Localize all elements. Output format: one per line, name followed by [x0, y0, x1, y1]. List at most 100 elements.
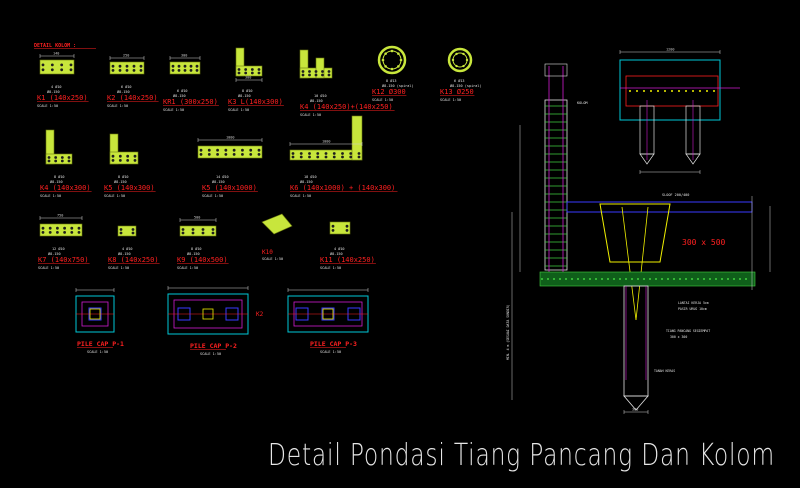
rebar-dot: [308, 73, 311, 77]
pile-shaft: [623, 285, 649, 397]
rebar-dot: [291, 152, 295, 155]
rebar-dot: [133, 159, 137, 162]
rebar-dot: [111, 159, 115, 162]
dimension-text: 300: [245, 76, 251, 80]
rebar-dot: [384, 65, 387, 68]
rebar-dot: [60, 63, 64, 67]
rebar-dot: [291, 155, 295, 159]
rebar-dot: [301, 70, 305, 73]
rebar-dot: [216, 153, 219, 156]
rebar-dot: [671, 90, 673, 92]
soil-dot: [625, 278, 627, 280]
rebar-dot: [241, 153, 244, 156]
rebar-dot: [232, 153, 236, 156]
dimension-text: 1200: [666, 48, 674, 52]
scale-label: SCALE 1:50: [104, 194, 125, 198]
rebar-dot: [177, 64, 181, 68]
section-name: K9 (140x500): [177, 256, 228, 264]
soil-dot: [559, 278, 561, 280]
tie-spec: Ø8-150: [114, 179, 127, 184]
rebar-group: [301, 70, 331, 77]
rebar-dot: [63, 231, 66, 234]
vertical-note: MIN. 4 m (SESUAI DATA SONDIR): [506, 304, 510, 360]
rebar-dot: [324, 152, 328, 155]
concrete-section: [109, 151, 139, 165]
scale-label: SCALE 1:50: [38, 266, 59, 270]
rebar-dot: [257, 68, 261, 71]
rebar-spec: 18 Ø10: [304, 174, 317, 179]
rebar-spec: 10 Ø10: [314, 93, 327, 98]
rebar-dot: [181, 228, 185, 231]
rebar-dot: [349, 155, 353, 159]
concrete-section: [315, 57, 325, 79]
circular-spiral: [452, 52, 468, 68]
rebar-dot: [699, 90, 701, 92]
rebar-dot: [195, 69, 199, 72]
rebar-dot: [308, 155, 311, 159]
rebar-dot: [341, 155, 344, 159]
rebar-dot: [257, 71, 261, 75]
scale-label: SCALE 1:50: [320, 266, 341, 270]
pile-cap-name: PILE CAP P-1: [77, 340, 124, 348]
soil-dot: [709, 278, 711, 280]
tie-spec: Ø8-150: [330, 251, 343, 256]
rebar-dot: [69, 68, 73, 72]
soil-dot: [553, 278, 555, 280]
scale-label: SCALE 1:50: [290, 194, 311, 198]
rebar-dot: [381, 58, 385, 62]
rebar-dot: [299, 155, 303, 159]
tie-spec: Ø8-150: [118, 251, 131, 256]
soil-dot: [565, 278, 567, 280]
rebar-dot: [183, 69, 187, 72]
soil-dot: [715, 278, 717, 280]
scale-label: SCALE 1:50: [262, 257, 283, 261]
section-name: K12 Ø300: [372, 88, 406, 96]
tie-spec: Ø8-150: [187, 251, 200, 256]
soil-dot: [721, 278, 723, 280]
rebar-dot: [41, 63, 45, 67]
soil-dot: [583, 278, 585, 280]
soil-dot: [727, 278, 729, 280]
pile-cap-name: PILE CAP P-2: [190, 342, 237, 350]
pile-cap-name: PILE CAP P-3: [310, 340, 357, 348]
rebar-group: [41, 226, 81, 234]
soil-dot: [595, 278, 597, 280]
tie-spec: Ø8-150 (spiral): [382, 83, 414, 88]
rebar-spec: 8 Ø13: [386, 78, 397, 83]
rebar-dot: [237, 68, 241, 71]
section-name: K6 (140x1000) + (140x300): [290, 184, 395, 192]
dimension-text: 300: [632, 408, 638, 412]
pile-cap-rebar: [621, 206, 637, 321]
soil-dot: [679, 278, 681, 280]
rebar-spec: 8 Ø10: [54, 174, 65, 179]
rebar-dot: [249, 148, 253, 152]
rebar-dot: [211, 228, 215, 231]
rebar-dot: [177, 69, 181, 72]
dimension-text: 140: [53, 52, 59, 56]
rebar-dot: [195, 64, 199, 68]
scale-label: SCALE 1:50: [320, 350, 341, 354]
scale-label: SCALE 1:50: [163, 108, 184, 112]
soil-dot: [541, 278, 543, 280]
soil-dot: [733, 278, 735, 280]
rebar-dot: [132, 69, 136, 72]
rebar-dot: [232, 148, 236, 152]
soil-dot: [691, 278, 693, 280]
soil-dot: [589, 278, 591, 280]
rebar-dot: [111, 69, 115, 72]
rebar-dot: [390, 67, 394, 71]
drawing-caption: Detail Pondasi Tiang Pancang Dan Kolom: [268, 438, 775, 473]
rebar-dot: [125, 64, 129, 68]
rebar-dot: [299, 152, 303, 155]
rebar-dot: [171, 64, 175, 68]
scale-label: SCALE 1:50: [108, 266, 129, 270]
soil-dot: [613, 278, 615, 280]
rebar-dot: [657, 90, 659, 92]
column-outline: [322, 308, 334, 320]
rebar-spec: 4 Ø10: [51, 84, 62, 89]
concrete-section: [45, 153, 73, 165]
rebar-dot: [244, 68, 248, 71]
scale-label: SCALE 1:50: [440, 98, 461, 102]
sloof-label: SLOOF 200/400: [662, 193, 689, 197]
